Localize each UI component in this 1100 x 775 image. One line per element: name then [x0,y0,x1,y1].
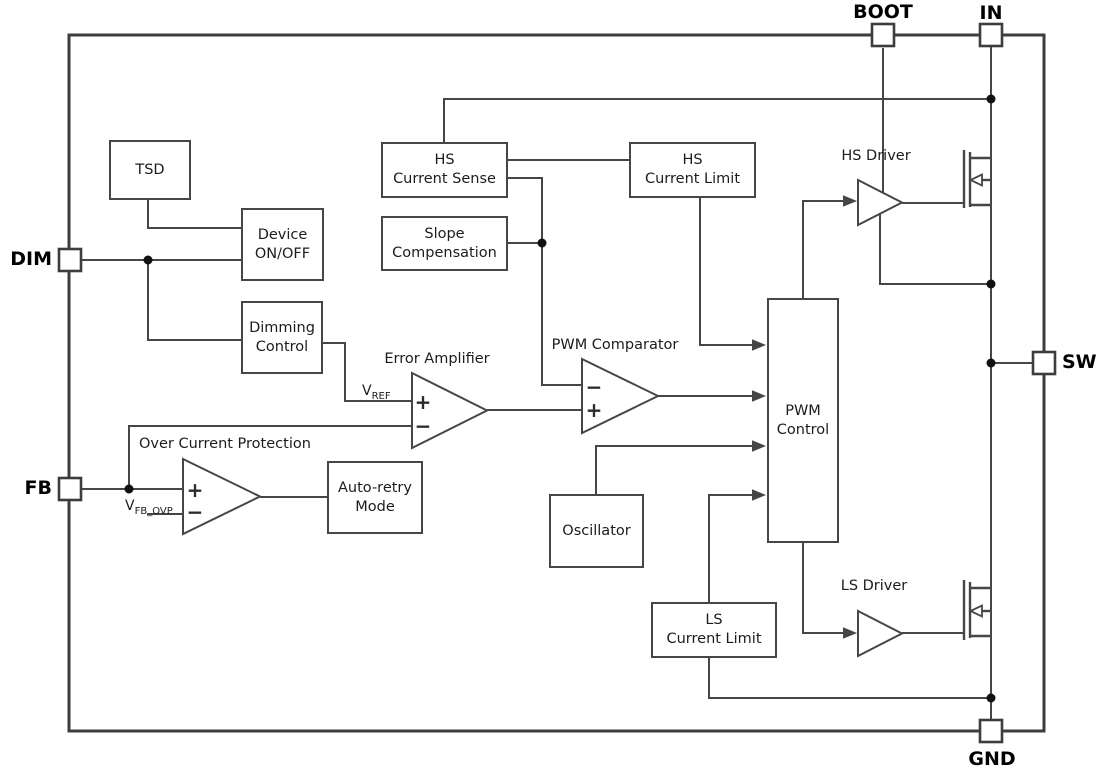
wire-hslimit-to-pwmctl [699,198,754,346]
pin-fb-square [57,476,83,502]
ls-mosfet-body-arrow [968,604,983,618]
pin-gnd-label: GND [968,748,1016,770]
junction-dot [986,358,996,368]
junction-dot [986,94,996,104]
wire-top-rail [443,98,991,142]
pin-fb-label: FB [24,477,52,499]
hs-driver-label: HS Driver [841,148,911,164]
wire-pwmctl-to-hsdriver [802,200,845,298]
pin-sw-label: SW [1062,351,1097,373]
block-hs-current-limit-line1: HS [682,152,703,168]
junction-dot [124,484,134,494]
wire-lslimit-to-pwmctl [708,494,754,602]
block-hs-current-sense: HS Current Sense [381,142,508,198]
error-amp-plus-sign: + [415,390,432,414]
hs-mosfet-body-arrow [968,173,983,187]
wire-tsd-to-device-onoff [147,199,241,229]
pwm-comp-plus-sign: + [586,398,603,422]
pin-in-label: IN [979,2,1003,24]
block-hs-current-limit: HS Current Limit [629,142,756,198]
pwm-comparator-triangle [581,357,661,435]
chip-boundary [67,33,1046,733]
ls-driver-triangle [857,609,905,658]
junction-dots [124,94,996,703]
arrowheads [752,195,857,639]
wire-sense-to-pwmcomp [507,177,582,386]
block-auto-retry-mode: Auto-retry Mode [327,461,423,534]
pin-dim-square [57,247,83,273]
block-oscillator-label: Oscillator [562,522,631,539]
arrowhead-osc-input [752,440,766,452]
block-dimming-control-line1: Dimming [249,319,315,336]
block-slope-compensation-line2: Compensation [392,244,497,261]
block-device-on-off: Device ON/OFF [241,208,324,281]
pin-dim-label: DIM [10,248,52,270]
block-pwm-control-line2: Control [776,421,830,438]
block-device-on-off-line1: Device [257,226,308,243]
block-tsd-label: TSD [135,161,165,178]
block-pwm-control-line1: PWM [785,402,821,419]
block-dimming-control-line2: Control [255,338,309,355]
block-oscillator: Oscillator [549,494,644,568]
ls-mosfet [962,580,991,640]
vfb-ovp-label: VFB_OVP [125,498,173,517]
ocp-minus-sign: − [187,500,204,524]
block-auto-retry-mode-line2: Mode [355,498,395,515]
block-hs-current-sense-line1: HS [434,152,455,168]
wire-fb-to-error-amp [128,425,412,489]
block-device-on-off-line2: ON/OFF [254,245,311,262]
pin-sw-square [1031,350,1057,376]
hs-driver-triangle [857,178,905,227]
junction-dot [986,279,996,289]
junction-dot [986,693,996,703]
block-ls-current-limit-line1: LS [705,612,723,628]
triangles [182,178,905,658]
vref-label: VREF [362,383,391,402]
junction-dot [143,255,153,265]
block-ls-current-limit-line2: Current Limit [666,631,762,647]
arrowhead-lslimit-input [752,489,766,501]
vref-sub: REF [371,390,391,402]
ls-driver-label: LS Driver [840,578,908,594]
wire-osc-to-pwmctl [595,445,754,494]
wire-lslimit-to-gnd-node [708,658,991,699]
block-ls-current-limit: LS Current Limit [651,602,777,658]
over-current-protection-label: Over Current Protection [139,436,311,452]
block-pwm-control: PWM Control [767,298,839,543]
block-slope-compensation-line1: Slope [424,225,465,242]
block-slope-compensation: Slope Compensation [381,216,508,271]
vfb-ovp-base: V [125,498,135,514]
block-hs-current-sense-line2: Current Sense [393,171,496,187]
pwm-comp-minus-sign: − [586,375,603,399]
arrowhead-lsdriver-input [843,627,857,639]
error-amplifier-label: Error Amplifier [384,351,490,367]
amp-input-signs: + − − + + − [187,375,603,524]
over-current-protection-triangle [182,457,263,536]
hs-mosfet [962,150,991,208]
pin-gnd-square [978,718,1004,744]
error-amplifier-triangle [411,371,490,450]
error-amp-minus-sign: − [415,414,432,438]
wire-pwmctl-to-lsdriver [802,543,845,634]
wire-hsdriver-to-sw-node [879,213,991,285]
ocp-plus-sign: + [187,478,204,502]
pwm-comparator-label: PWM Comparator [551,337,679,353]
wire-dim-to-dimming-control [147,260,241,341]
block-auto-retry-mode-line1: Auto-retry [338,479,412,496]
pin-boot-square [870,22,896,48]
vfb-ovp-sub: FB_OVP [134,505,173,517]
block-tsd: TSD [109,140,191,200]
junction-dot [537,238,547,248]
arrowhead-hsdriver-input [843,195,857,207]
vref-base: V [362,383,372,399]
pin-squares [57,22,1057,744]
arrowhead-hslimit-input [752,339,766,351]
arrowhead-pwmcomp-input [752,390,766,402]
wire-vref-to-error-amp [322,342,412,402]
block-dimming-control: Dimming Control [241,301,323,374]
pin-in-square [978,22,1004,48]
pin-boot-label: BOOT [853,1,913,23]
block-hs-current-limit-line2: Current Limit [644,171,740,187]
